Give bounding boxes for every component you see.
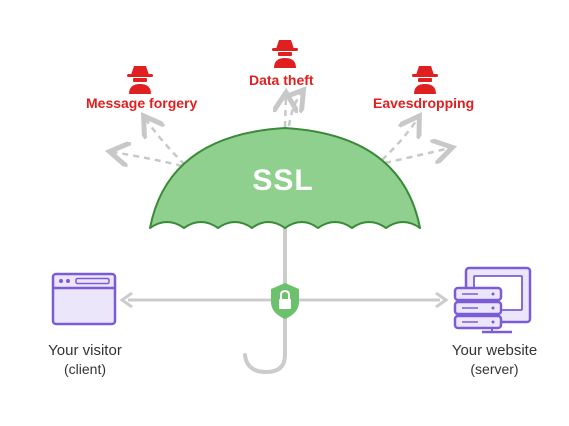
website-subtitle: (server): [470, 361, 519, 377]
arrow-left-1: [145, 118, 186, 166]
visitor-title: Your visitor: [48, 342, 122, 359]
spy-icon: [272, 40, 298, 68]
arrow-center-1: [285, 95, 286, 128]
arrow-right-icon: [435, 291, 449, 309]
lock-shield-icon: [271, 283, 299, 319]
threat-label-eavesdropping: Eavesdropping: [373, 95, 475, 111]
arrow-center-2: [289, 92, 302, 127]
website-title: Your website: [451, 342, 538, 359]
visitor-caption: Your visitor (client): [30, 342, 140, 377]
arrow-right-1: [381, 118, 418, 161]
spy-icon: [127, 66, 153, 94]
arrow-left-icon: [119, 291, 133, 309]
ssl-label: SSL: [252, 164, 314, 197]
arrow-left-2: [112, 152, 183, 168]
threat-label-message-forgery: Message forgery: [86, 95, 198, 111]
website-caption: Your website (server): [432, 342, 557, 377]
arrow-right-2: [384, 148, 450, 165]
umbrella-canopy: [149, 127, 421, 229]
threat-label-data-theft: Data theft: [249, 72, 314, 88]
visitor-subtitle: (client): [63, 361, 106, 377]
spy-icon: [412, 66, 438, 94]
browser-window-icon: [51, 272, 117, 326]
server-icon: [453, 266, 532, 334]
umbrella-handle: [243, 226, 287, 375]
threat-arrows: [112, 92, 450, 168]
